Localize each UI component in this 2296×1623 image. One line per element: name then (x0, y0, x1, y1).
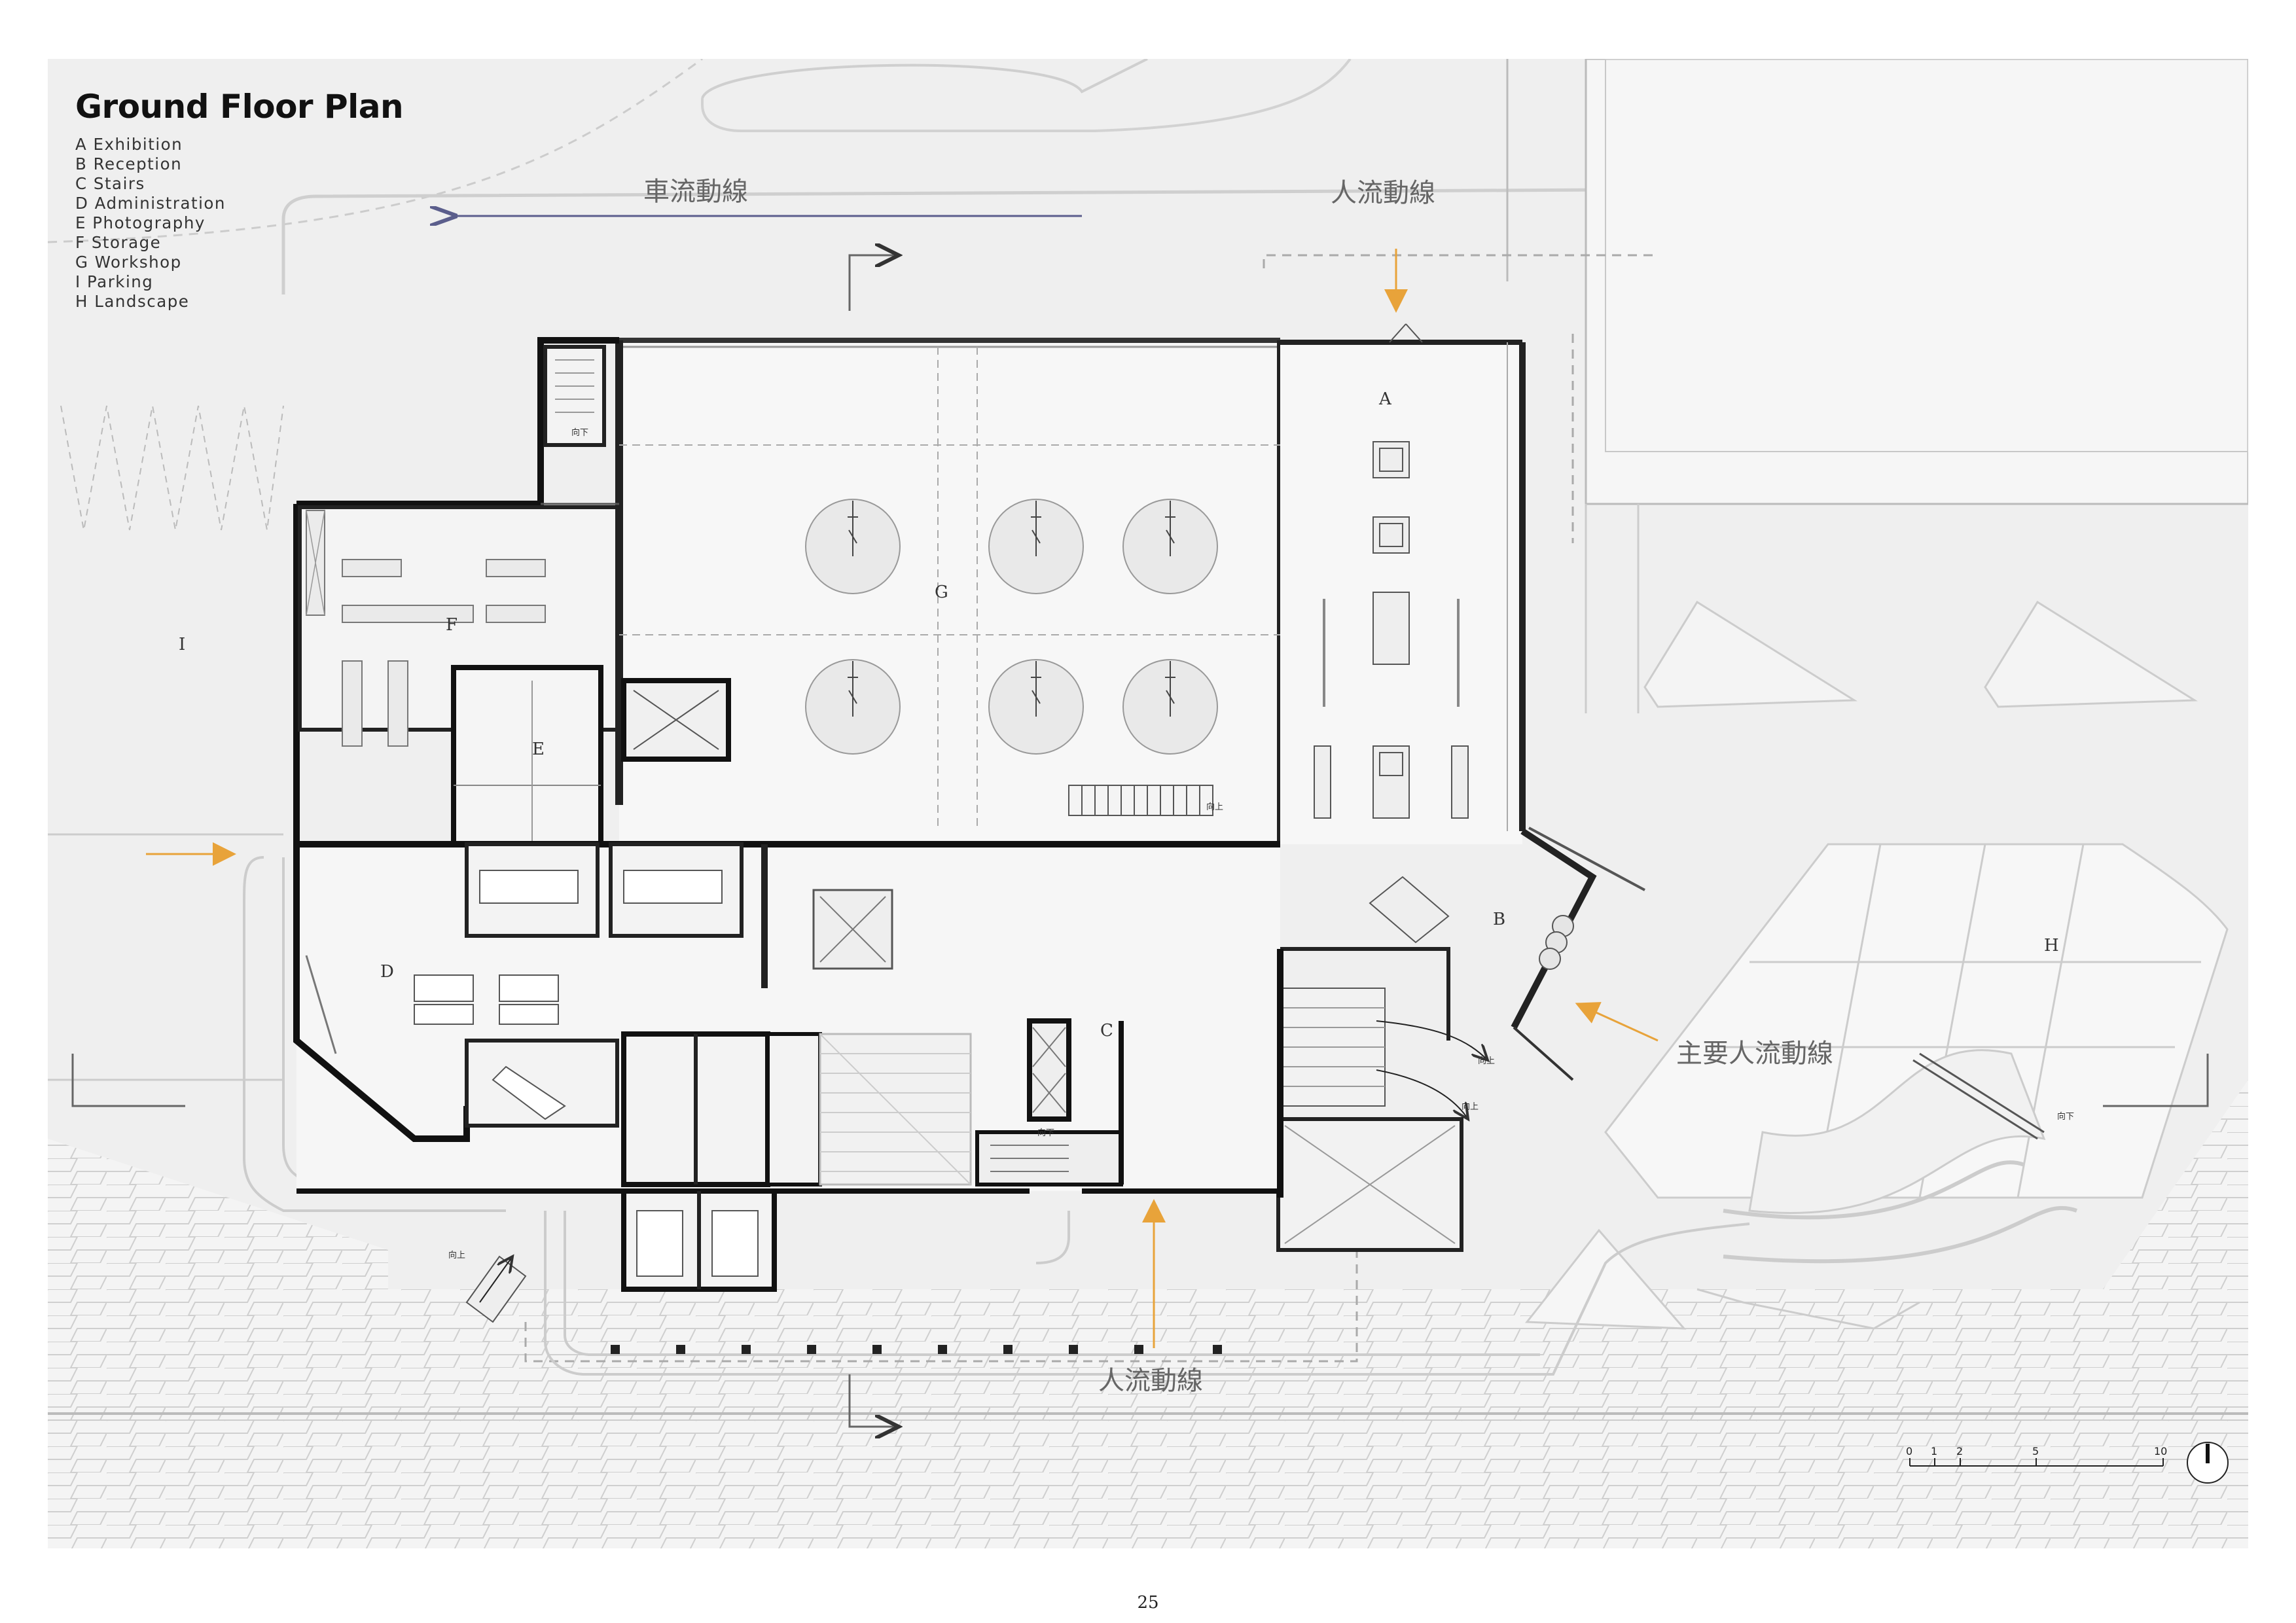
legend: A Exhibition B Reception C Stairs D Admi… (75, 135, 403, 312)
scale-tick: 5 (2032, 1445, 2039, 1457)
road-outline (48, 59, 703, 243)
legend-item: I Parking (75, 272, 154, 291)
landscape-grid (1604, 843, 2229, 1199)
stair-note-up: 向上 (1206, 802, 1224, 812)
colonnade-columns (611, 1345, 1222, 1354)
pedestrian-flow-arrow-main (1575, 1002, 1659, 1042)
legend-item: B Reception (75, 154, 183, 173)
scale-tick: 0 (1906, 1445, 1913, 1457)
stair-note-down-3: 向下 (571, 428, 589, 438)
stair-note-up-2: 向上 (1478, 1056, 1496, 1066)
legend-item: E Photography (75, 213, 206, 232)
legend-item: G Workshop (75, 253, 182, 272)
paved-ground (48, 1139, 2248, 1548)
scale-tick: 10 (2154, 1445, 2168, 1457)
plan-title: Ground Floor Plan (75, 88, 404, 126)
page-number: 25 (1137, 1593, 1159, 1613)
room-label-g: G (935, 582, 948, 602)
room-label-a: A (1379, 389, 1391, 409)
vehicle-flow-label: 車流動線 (643, 177, 748, 207)
main-pedestrian-flow-label: 主要人流動線 (1676, 1039, 1833, 1069)
scale-bar (1909, 1458, 2164, 1467)
north-arrow-icon (2187, 1442, 2229, 1484)
legend-item: D Administration (75, 194, 226, 213)
title-block: Ground Floor Plan A Exhibition B Recepti… (75, 88, 404, 312)
floor-plan-canvas: Ground Floor Plan A Exhibition B Recepti… (48, 59, 2248, 1548)
room-label-b: B (1493, 910, 1506, 929)
floor-plan-drawing (48, 59, 2248, 1548)
stair-note-down: 向下 (2057, 1112, 2075, 1122)
room-label-e: E (532, 740, 545, 759)
legend-item: H Landscape (75, 292, 190, 311)
legend-item: A Exhibition (75, 135, 183, 154)
room-d-administration (293, 844, 470, 1142)
parking-zigzag (60, 405, 284, 531)
room-c-stairs (1027, 1018, 1071, 1122)
room-label-i: I (179, 635, 186, 654)
room-label-f: F (446, 615, 458, 635)
stair-note-up-3: 向上 (1462, 1102, 1479, 1112)
stair-note-up-4: 向上 (448, 1251, 466, 1260)
scale-tick: 2 (1956, 1445, 1964, 1457)
legend-item: C Stairs (75, 174, 145, 193)
pedestrian-flow-label-top: 人流動線 (1331, 178, 1435, 208)
adjacent-building (1585, 59, 2248, 505)
room-label-h: H (2044, 936, 2059, 955)
room-e-photography (451, 665, 603, 847)
stair-note-down-2: 向下 (1037, 1128, 1055, 1138)
room-label-c: C (1100, 1021, 1113, 1041)
paved-ground-right (2103, 1080, 2248, 1289)
scale-tick: 1 (1931, 1445, 1938, 1457)
room-label-d: D (380, 962, 394, 982)
pedestrian-flow-label-bottom: 人流動線 (1098, 1366, 1203, 1396)
legend-item: F Storage (75, 233, 162, 252)
